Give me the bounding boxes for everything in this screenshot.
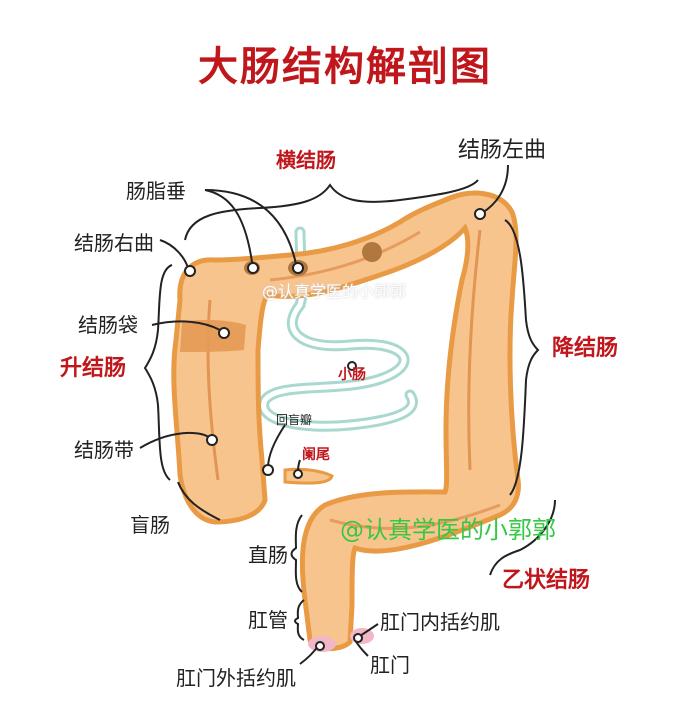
appendix-shape	[283, 467, 334, 485]
label-cecum: 盲肠	[130, 513, 170, 537]
label-haustra: 结肠袋	[78, 313, 138, 337]
label-anal-canal: 肛管	[248, 608, 288, 632]
watermark-center: @认真学医的小郭郭	[262, 282, 407, 301]
label-left-colic-flexure: 结肠左曲	[458, 138, 547, 163]
label-descending-colon: 降结肠	[552, 336, 619, 361]
watermark-green: @认真学医的小郭郭	[340, 516, 556, 544]
label-ascending-colon: 升结肠	[60, 356, 127, 381]
label-right-colic-flexure: 结肠右曲	[74, 231, 154, 255]
label-anus: 肛门	[370, 653, 410, 677]
label-external-anal-sphincter: 肛门外括约肌	[176, 666, 296, 690]
label-ileocecal-valve: 回盲瓣	[276, 413, 313, 427]
label-sigmoid-colon: 乙状结肠	[502, 568, 591, 593]
page-title: 大肠结构解剖图	[198, 44, 492, 90]
label-appendix: 阑尾	[302, 447, 330, 463]
braces	[143, 179, 556, 641]
label-small-intestine: 小肠	[338, 367, 366, 383]
label-internal-anal-sphincter: 肛门内括约肌	[380, 610, 500, 634]
label-transverse-colon: 横结肠	[276, 148, 336, 172]
haustra-band	[180, 319, 246, 352]
label-rectum: 直肠	[248, 543, 288, 567]
label-taenia-coli: 结肠带	[74, 438, 134, 462]
label-epiploic-appendices: 肠脂垂	[126, 179, 186, 203]
